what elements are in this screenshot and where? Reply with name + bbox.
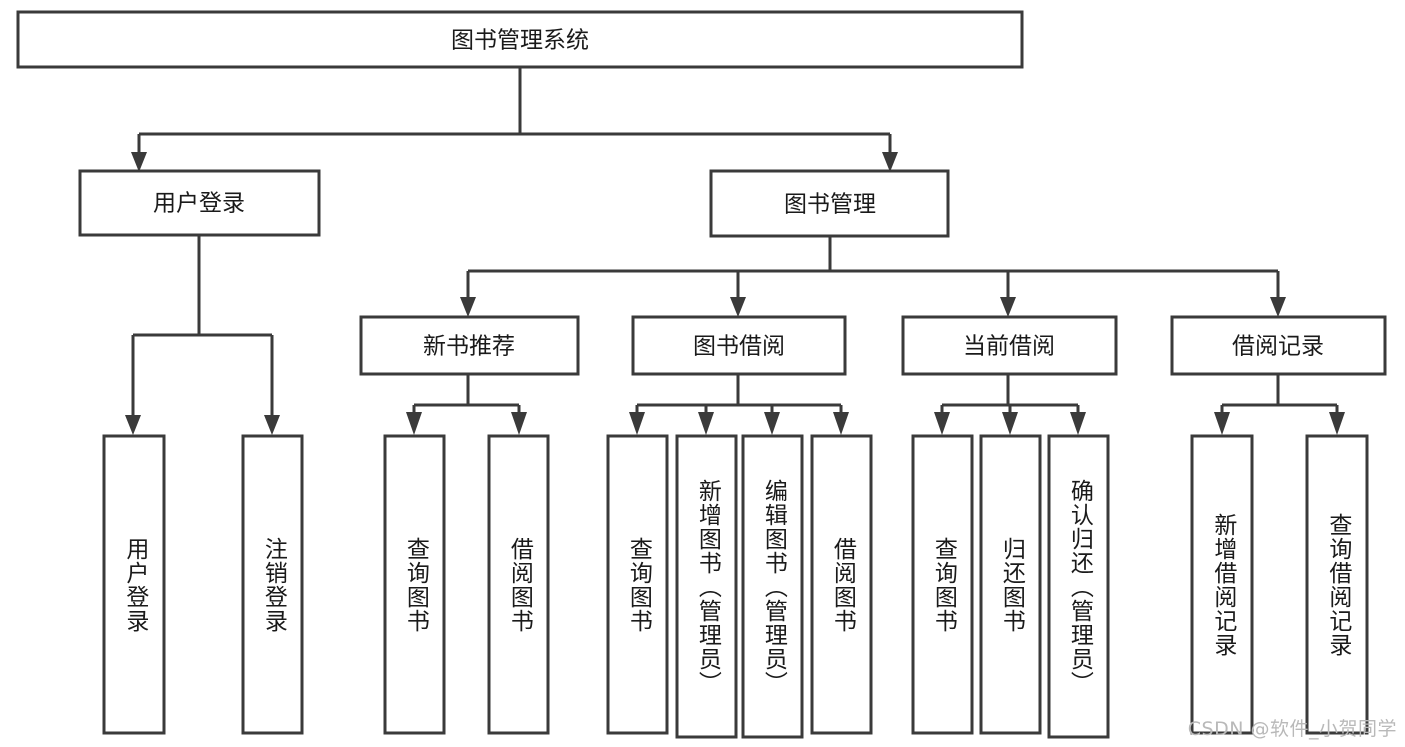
node-book-borrow-label: 图书借阅: [693, 334, 785, 360]
node-new-book-rec-box[interactable]: [359, 315, 580, 376]
arrow-head-leaf-add-record: [1214, 412, 1230, 435]
node-leaf-query-book-3-box[interactable]: [911, 434, 974, 735]
node-leaf-add-record-box[interactable]: [1190, 434, 1254, 735]
node-user-login-label: 用户登录: [153, 191, 245, 217]
node-leaf-add-book-box[interactable]: [675, 434, 738, 739]
node-leaf-edit-book-box[interactable]: [741, 434, 804, 739]
node-leaf-query-record-box[interactable]: [1305, 434, 1369, 735]
node-current-borrow-label: 当前借阅: [963, 334, 1055, 360]
node-book-manage-box[interactable]: [709, 169, 950, 238]
arrow-head-leaf-edit-book: [764, 412, 780, 435]
arrow-head-leaf-query-book-1: [406, 412, 422, 435]
arrow-head-current-borrow: [1000, 297, 1016, 317]
node-leaf-query-book-2-box[interactable]: [606, 434, 669, 735]
arrow-head-user-login: [131, 152, 147, 172]
arrow-head-leaf-query-record: [1329, 412, 1345, 435]
arrow-head-leaf-logout: [264, 415, 280, 435]
node-current-borrow-box[interactable]: [901, 315, 1118, 376]
arrow-head-leaf-user-login: [125, 415, 141, 435]
node-leaf-user-login-box[interactable]: [102, 434, 166, 735]
arrow-head-leaf-query-book-3: [934, 412, 950, 435]
node-root-label: 图书管理系统: [451, 28, 589, 54]
node-borrow-record-box[interactable]: [1170, 315, 1387, 376]
arrow-head-new-book-rec: [460, 297, 476, 317]
node-book-manage-label: 图书管理: [784, 192, 876, 218]
node-borrow-record-label: 借阅记录: [1232, 334, 1324, 360]
arrow-head-leaf-add-book: [698, 412, 714, 435]
node-leaf-query-book-1-box[interactable]: [383, 434, 446, 735]
node-leaf-logout-login-box[interactable]: [241, 434, 304, 735]
connector-layer: [125, 67, 1345, 435]
node-new-book-rec-label: 新书推荐: [423, 334, 515, 360]
arrow-head-leaf-borrow-book-1: [511, 412, 527, 435]
node-layer: 图书管理系统 用户登录 图书管理 新书推荐 图书借阅 当前借阅 借阅记录: [16, 10, 1387, 739]
node-leaf-borrow-book-1-box[interactable]: [487, 434, 550, 735]
node-leaf-confirm-return-box[interactable]: [1047, 434, 1110, 739]
node-leaf-return-book-box[interactable]: [979, 434, 1042, 735]
arrow-head-leaf-return-book: [1002, 412, 1018, 435]
csdn-watermark: CSDN @软件_小贺同学: [1187, 718, 1397, 740]
node-user-login-box[interactable]: [78, 169, 321, 237]
arrow-head-borrow-record: [1270, 297, 1286, 317]
node-leaf-borrow-book-2-box[interactable]: [810, 434, 873, 735]
arrow-head-book-manage: [882, 152, 898, 172]
node-book-borrow-box[interactable]: [631, 315, 847, 376]
arrow-head-leaf-borrow-book-2: [833, 412, 849, 435]
arrow-head-leaf-confirm-return: [1070, 412, 1086, 435]
arrow-head-leaf-query-book-2: [629, 412, 645, 435]
arrow-head-book-borrow: [730, 297, 746, 317]
node-root-box[interactable]: [16, 10, 1024, 69]
